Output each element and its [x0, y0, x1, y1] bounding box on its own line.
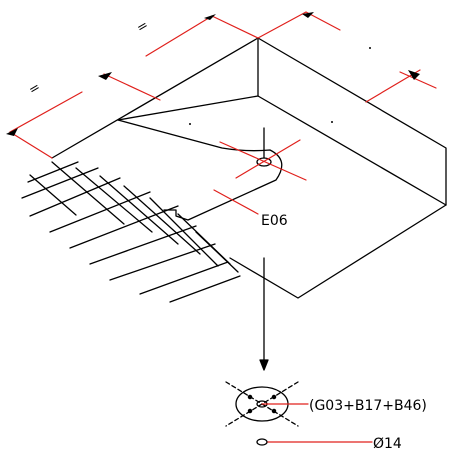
- hole-diameter-label: Ø14: [373, 436, 402, 452]
- slab-inner-edge-right: [257, 95, 447, 206]
- dim-line-top-right: [257, 11, 307, 39]
- dim-line-right: [365, 69, 421, 103]
- dim-mark-top: =: [134, 18, 151, 36]
- reference-dots: [189, 47, 371, 125]
- plate-spec-label: (G03+B17+B46): [309, 398, 427, 414]
- leader-e06: [213, 189, 259, 215]
- bottom-hole: [256, 438, 268, 446]
- hole-crosshair-a: [219, 141, 307, 181]
- hatch-grid: [21, 161, 241, 303]
- dim-mark-left: =: [26, 80, 43, 98]
- dim-line-top: [145, 15, 213, 57]
- dim-line-left: [9, 91, 83, 133]
- hole-crosshair-b: [235, 139, 301, 179]
- slab-outline: [51, 37, 447, 299]
- base-plate-outline: [117, 119, 283, 221]
- dimension-ticks: [6, 12, 420, 136]
- arrow-down-icon: [259, 359, 269, 371]
- element-code-label: E06: [261, 213, 288, 229]
- slab-inner-edge-left: [117, 95, 259, 121]
